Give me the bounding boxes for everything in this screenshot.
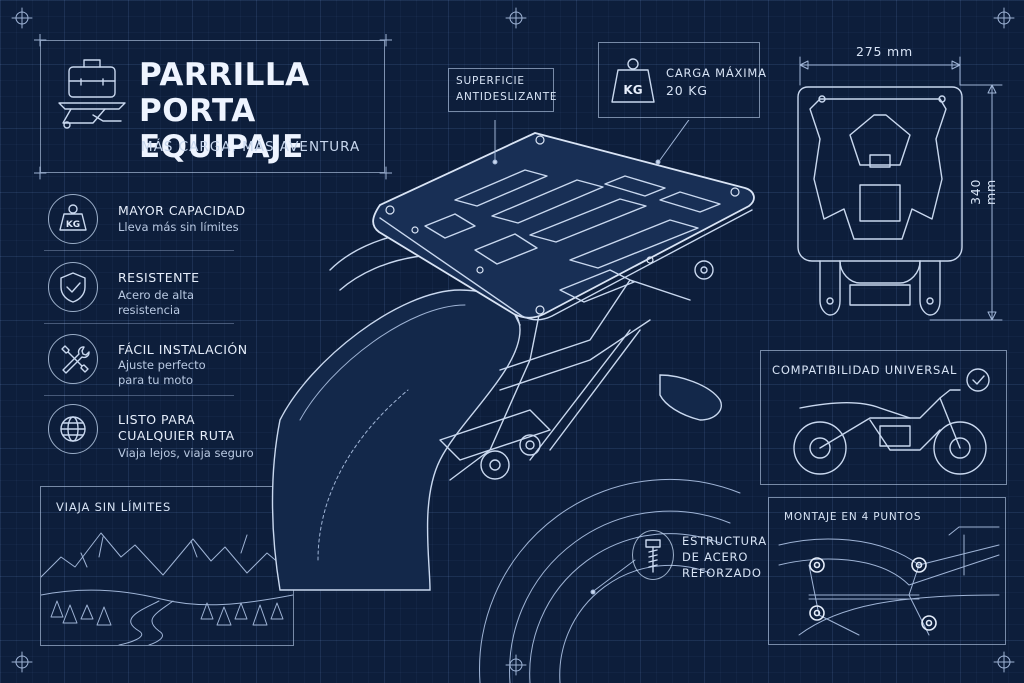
surface-callout xyxy=(448,68,554,112)
steel-callout-line2: DE ACERO xyxy=(682,550,749,564)
feature-desc-install-2: para tu moto xyxy=(118,373,194,387)
motorcycle-icon xyxy=(793,389,987,475)
tools-icon xyxy=(61,345,90,374)
header-corner-marks xyxy=(34,34,392,180)
feature-circle-install xyxy=(48,334,98,384)
surface-callout-line2: ANTIDESLIZANTE xyxy=(456,91,558,103)
dimension-height: 340 mm xyxy=(968,178,998,205)
mount-panel-label: MONTAJE EN 4 PUNTOS xyxy=(784,511,922,523)
feature-circle-route xyxy=(48,404,98,454)
feature-divider xyxy=(44,250,234,251)
page-title-line2: PORTA EQUIPAJE xyxy=(139,93,304,165)
max-load-value: 20 KG xyxy=(666,83,708,98)
feature-circle-capacity xyxy=(48,194,98,244)
compat-panel-label: COMPATIBILIDAD UNIVERSAL xyxy=(772,363,958,377)
feature-desc-capacity: Lleva más sin límites xyxy=(118,220,239,234)
globe-icon xyxy=(60,416,86,442)
page-subtitle: MÁS CARGA, MÁS AVENTURA xyxy=(141,139,361,155)
luggage-rack-icon xyxy=(53,53,133,135)
check-circle-icon xyxy=(966,368,990,392)
max-load-label: CARGA MÁXIMA xyxy=(666,66,767,80)
surface-callout-line1: SUPERFICIE xyxy=(456,75,525,87)
kg-weight-icon: KG xyxy=(59,204,87,231)
header-box: PARRILLA PORTA EQUIPAJE MÁS CARGA, MÁS A… xyxy=(40,40,385,173)
rack-motorcycle-illustration xyxy=(271,120,755,683)
travel-panel-label: VIAJA SIN LÍMITES xyxy=(56,500,172,514)
steel-callout-line3: REFORZADO xyxy=(682,566,762,580)
feature-title-capacity: MAYOR CAPACIDAD xyxy=(118,203,246,218)
feature-title-route-2: CUALQUIER RUTA xyxy=(118,428,235,443)
shield-check-icon xyxy=(60,272,86,303)
feature-desc-route: Viaja lejos, viaja seguro xyxy=(118,446,254,460)
mount-panel xyxy=(768,497,1006,645)
kg-icon-text: KG xyxy=(66,220,80,230)
feature-desc-resistant-1: Acero de alta xyxy=(118,288,195,302)
steel-callout-line1: ESTRUCTURA xyxy=(682,534,767,548)
dimension-width: 275 mm xyxy=(856,44,913,59)
feature-title-route-1: LISTO PARA xyxy=(118,412,196,427)
feature-desc-install-1: Ajuste perfecto xyxy=(118,358,206,372)
compat-panel xyxy=(760,350,1007,485)
kg-weight-icon: KG xyxy=(611,58,655,103)
feature-title-resistant: RESISTENTE xyxy=(118,270,200,285)
feature-divider xyxy=(44,395,234,396)
rack-dimension-drawing xyxy=(797,56,1003,321)
max-load-callout xyxy=(598,42,760,118)
feature-circle-resistant xyxy=(48,262,98,312)
feature-divider xyxy=(44,323,234,324)
bolt-icon-circle xyxy=(632,530,674,580)
mountain-road-illustration xyxy=(41,532,293,645)
max-load-icon-text: KG xyxy=(623,83,642,97)
page-title-line1: PARRILLA xyxy=(139,57,310,93)
mount-points-illustration xyxy=(778,526,1000,636)
feature-title-install: FÁCIL INSTALACIÓN xyxy=(118,342,248,357)
bolt-icon xyxy=(645,539,661,573)
feature-desc-resistant-2: resistencia xyxy=(118,303,181,317)
